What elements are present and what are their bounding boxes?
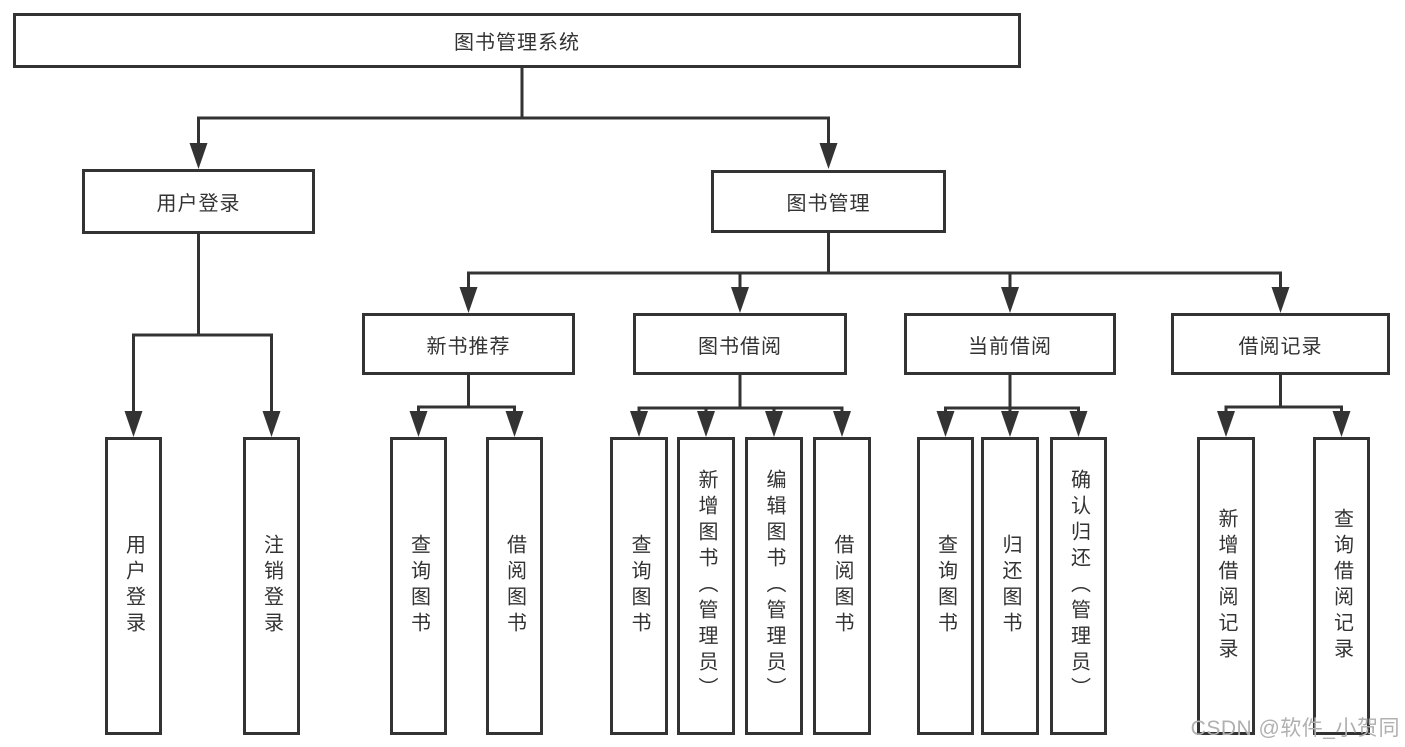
node-root-system: 图书管理系统: [13, 13, 1021, 68]
arrowhead-down-icon: [936, 411, 955, 437]
connector-book-borrowing-children: [630, 375, 851, 437]
leaf-return-books: 归还图书: [981, 437, 1039, 735]
connector-root-to-level1: [189, 68, 838, 169]
leaf-query-borrow-record: 查询借阅记录: [1313, 437, 1370, 735]
arrowhead-down-icon: [1001, 411, 1019, 437]
leaf-borrow-books-recommend: 借阅图书: [486, 437, 543, 735]
arrowhead-down-icon: [505, 411, 524, 437]
node-book-borrowing: 图书借阅: [633, 313, 847, 375]
csdn-watermark: CSDN @软件_小贺同学: [1190, 717, 1400, 740]
arrowhead-down-icon: [630, 411, 648, 437]
arrowhead-down-icon: [459, 287, 478, 313]
leaf-query-books-recommend: 查询图书: [390, 437, 447, 735]
node-borrow-records: 借阅记录: [1171, 313, 1390, 375]
arrowhead-down-icon: [1271, 287, 1290, 313]
node-book-management: 图书管理: [711, 170, 946, 233]
leaf-query-books-borrowing: 查询图书: [610, 437, 668, 735]
node-new-book-recommend: 新书推荐: [362, 313, 575, 375]
arrowhead-down-icon: [1069, 411, 1088, 437]
arrowhead-down-icon: [124, 411, 143, 437]
node-user-login: 用户登录: [82, 169, 315, 234]
arrowhead-down-icon: [697, 411, 715, 437]
leaf-logout: 注销登录: [243, 437, 300, 735]
connector-borrow-record-children: [1217, 375, 1351, 437]
leaf-add-books-admin: 新增图书（管理员）: [677, 437, 735, 735]
arrowhead-down-icon: [819, 143, 838, 169]
node-current-borrowing: 当前借阅: [904, 313, 1116, 375]
arrowhead-down-icon: [833, 411, 851, 437]
leaf-confirm-return-admin: 确认归还（管理员）: [1050, 437, 1107, 735]
connector-new-book-children: [409, 375, 524, 437]
arrowhead-down-icon: [1332, 411, 1351, 437]
leaf-edit-books-admin: 编辑图书（管理员）: [745, 437, 803, 735]
leaf-user-login: 用户登录: [105, 437, 162, 735]
arrowhead-down-icon: [189, 143, 208, 169]
arrowhead-down-icon: [765, 411, 783, 437]
leaf-query-books-current: 查询图书: [917, 437, 974, 735]
leaf-add-borrow-record: 新增借阅记录: [1197, 437, 1255, 735]
arrowhead-down-icon: [731, 287, 749, 313]
leaf-borrow-books: 借阅图书: [813, 437, 871, 735]
arrowhead-down-icon: [1217, 411, 1235, 437]
arrowhead-down-icon: [409, 411, 428, 437]
connector-user-login-children: [124, 234, 281, 437]
arrowhead-down-icon: [1001, 287, 1019, 313]
connector-book-management-children: [459, 233, 1290, 313]
connector-current-borrow-children: [936, 375, 1088, 437]
arrowhead-down-icon: [262, 411, 281, 437]
